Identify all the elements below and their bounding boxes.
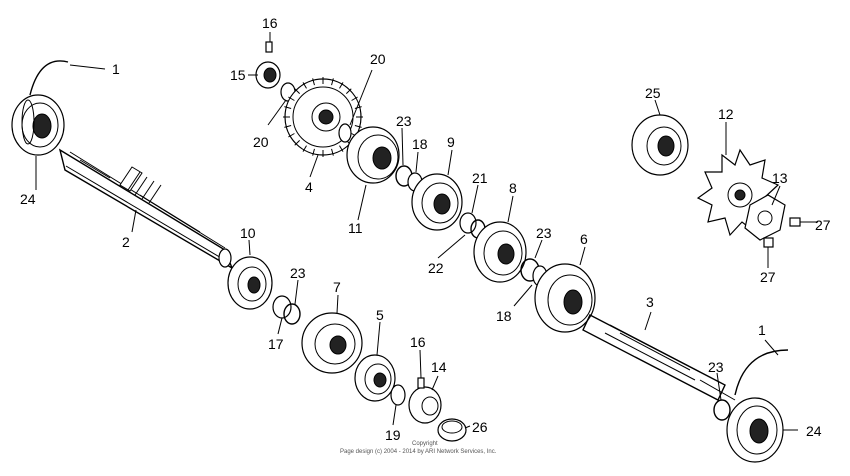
cap-26[interactable] [437, 418, 467, 442]
main-shaft[interactable] [58, 148, 234, 270]
fixing-plate-13[interactable] [744, 194, 786, 241]
gear-tooth [302, 145, 307, 152]
callout-23: 23 [396, 113, 412, 129]
callout-5: 5 [376, 307, 384, 323]
gear-tooth [312, 148, 315, 156]
callout-11: 11 [348, 220, 363, 236]
callout-27b: 27 [760, 269, 776, 285]
copyright-line-1: Copyright [412, 441, 438, 447]
circlip-23-lower[interactable] [713, 399, 731, 421]
callout-23d: 23 [708, 359, 724, 375]
gear-8[interactable] [473, 221, 527, 283]
gear-tooth [288, 133, 295, 138]
left-bearing[interactable] [11, 94, 65, 156]
callout-24b: 24 [806, 423, 822, 439]
callout-24: 24 [20, 191, 36, 207]
gear-tooth [354, 106, 362, 109]
gear-9[interactable] [411, 173, 463, 231]
circlip-right[interactable] [734, 349, 789, 396]
gear-10[interactable] [227, 256, 273, 310]
callout-21: 21 [472, 170, 488, 186]
gear-5[interactable] [354, 354, 396, 402]
washer-17[interactable] [272, 295, 292, 319]
callout-22: 22 [428, 260, 444, 276]
callout-6: 6 [580, 231, 588, 247]
callout-20b: 20 [253, 134, 269, 150]
callout-4: 4 [305, 179, 313, 195]
gear-tooth [294, 139, 301, 146]
callout-13: 13 [772, 170, 788, 186]
callout-23c: 23 [290, 265, 306, 281]
callout-18: 18 [412, 136, 428, 152]
callout-17: 17 [268, 336, 284, 352]
callout-3: 3 [646, 294, 654, 310]
washer-20[interactable] [338, 123, 352, 143]
callout-1b: 1 [758, 322, 766, 338]
bushing-15[interactable] [255, 41, 281, 89]
gear-tooth [294, 88, 301, 95]
callout-2: 2 [122, 234, 130, 250]
callout-12: 12 [718, 106, 734, 122]
callout-10: 10 [240, 225, 256, 241]
bushing-14[interactable] [408, 377, 442, 424]
callout-23b: 23 [536, 225, 552, 241]
washer-19[interactable] [390, 384, 406, 406]
washer-21[interactable] [459, 212, 477, 234]
callout-20: 20 [370, 51, 386, 67]
circlip-23-left[interactable] [283, 303, 301, 325]
gear-tooth [339, 82, 344, 89]
gear-11[interactable] [346, 126, 400, 184]
callout-18b: 18 [496, 308, 512, 324]
callout-16b: 16 [410, 334, 426, 350]
gear-tooth [351, 96, 358, 101]
callout-25: 25 [645, 85, 661, 101]
callouts: 1 1 2 3 4 5 6 7 8 9 10 11 12 13 14 15 16… [20, 15, 831, 443]
gear-tooth [312, 78, 315, 86]
callout-1: 1 [112, 61, 120, 77]
copyright-line-2: Page design (c) 2004 - 2014 by ARI Netwo… [340, 449, 497, 455]
bolt-27-right[interactable] [789, 217, 818, 227]
gear-tooth [331, 78, 334, 86]
countershaft[interactable] [582, 314, 736, 401]
bolt-27-lower[interactable] [763, 237, 774, 262]
right-bearing[interactable] [726, 397, 784, 463]
gear-tooth [288, 96, 295, 101]
leader-lines [35, 32, 798, 431]
gear-tooth [339, 145, 344, 152]
oil-seal-25[interactable] [631, 114, 689, 176]
callout-27: 27 [815, 217, 831, 233]
callout-9: 9 [447, 134, 455, 150]
callout-16: 16 [262, 15, 278, 31]
callout-8: 8 [509, 180, 517, 196]
callout-14: 14 [431, 359, 447, 375]
gear-tooth [354, 125, 362, 128]
gear-tooth [284, 125, 292, 128]
gear-tooth [284, 106, 292, 109]
gear-tooth [331, 148, 334, 156]
gear-7[interactable] [301, 312, 363, 374]
callout-15: 15 [230, 67, 246, 83]
callout-26: 26 [472, 419, 488, 435]
circlip-left[interactable] [29, 60, 69, 96]
gear-tooth [302, 82, 307, 89]
callout-19: 19 [385, 427, 401, 443]
gear-tooth [345, 88, 352, 95]
gear-6[interactable] [534, 263, 596, 333]
callout-7: 7 [333, 279, 341, 295]
